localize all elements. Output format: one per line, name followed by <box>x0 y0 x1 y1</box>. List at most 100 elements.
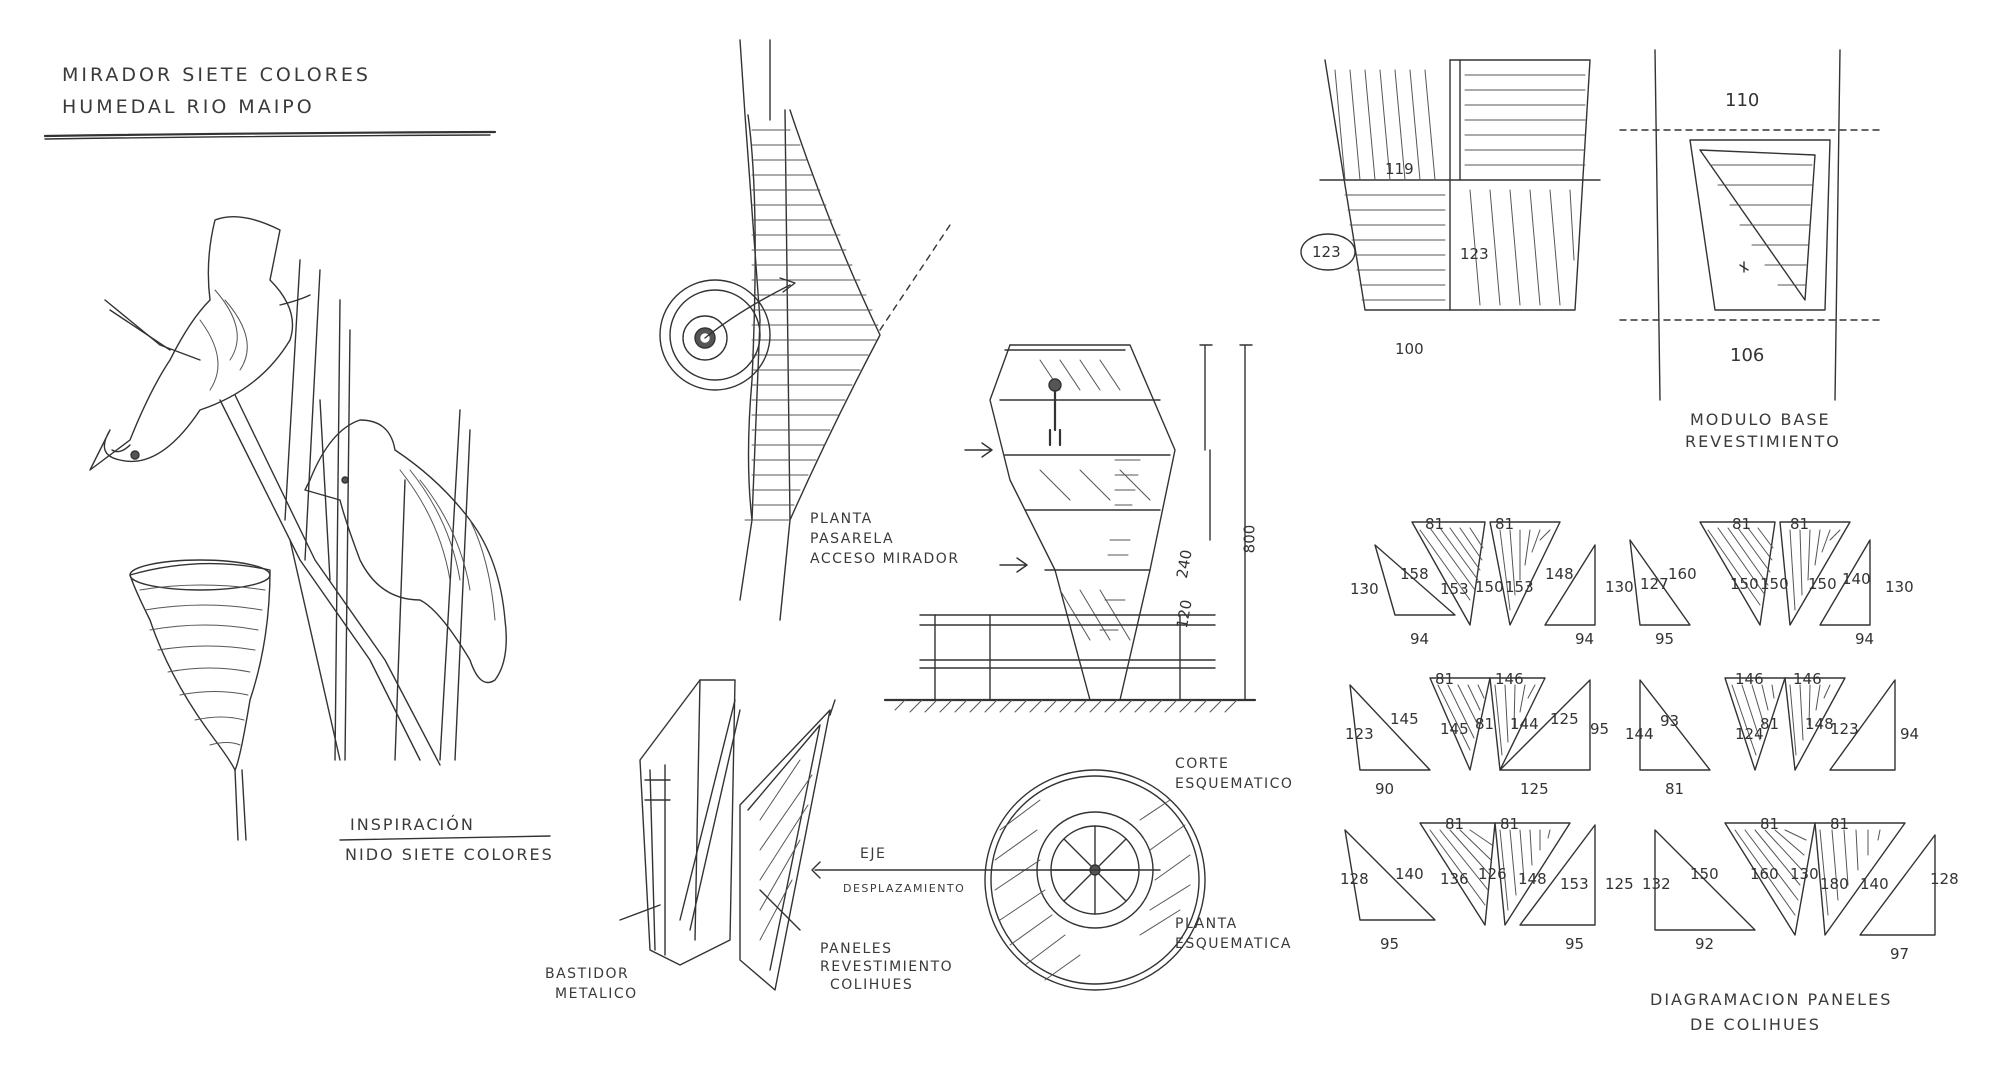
label-corte-2: esquematico <box>1175 776 1294 792</box>
row1-dim-4: 81 <box>1425 515 1445 533</box>
row2-dim-7: 146 <box>1495 670 1524 688</box>
row2-dim-17: 81 <box>1760 715 1780 733</box>
row1-dim-1: 130 <box>1350 580 1379 598</box>
planta-esquematica-sketch <box>811 769 1206 991</box>
dim-module-right-bottom: 106 <box>1730 345 1765 366</box>
row1-dim-8: 153 <box>1505 578 1534 596</box>
row1-dim-6: 150 <box>1475 578 1504 596</box>
label-diagramacion-2: de colihues <box>1690 1015 1821 1034</box>
title-underline <box>43 130 497 140</box>
triangle-r3-3 <box>1494 822 1571 926</box>
label-planta-pasarela-3: acceso mirador <box>810 551 960 567</box>
triangle-r2-8 <box>1829 679 1896 771</box>
bastidor-paneles-sketch <box>619 679 836 991</box>
label-inspiracion: Inspiración <box>350 815 475 834</box>
row3-dim-22: 97 <box>1890 945 1910 963</box>
row2-dim-4: 81 <box>1435 670 1455 688</box>
row3-dim-15: 81 <box>1760 815 1780 833</box>
row2-dim-10: 95 <box>1590 720 1610 738</box>
row3-dim-19: 180 <box>1820 875 1849 893</box>
row2-dim-21: 94 <box>1900 725 1920 743</box>
label-bastidor-1: bastidor <box>545 966 630 982</box>
row2-dim-15: 146 <box>1735 670 1764 688</box>
row3-dim-4: 81 <box>1445 815 1465 833</box>
triangle-r2-2 <box>1429 677 1491 771</box>
label-bastidor-2: metalico <box>555 986 638 1002</box>
row3-dim-18: 81 <box>1830 815 1850 833</box>
row3-dim-11: 95 <box>1565 935 1585 953</box>
triangle-r2-5 <box>1639 679 1711 771</box>
row2-dim-1: 123 <box>1345 725 1374 743</box>
row2-dim-9: 125 <box>1550 710 1579 728</box>
row1-dim-5: 153 <box>1440 580 1469 598</box>
triangle-r1-1 <box>1374 544 1456 616</box>
row1-dim-19: 150 <box>1808 575 1837 593</box>
row3-dim-21: 128 <box>1930 870 1959 888</box>
row3-dim-6: 126 <box>1478 865 1507 883</box>
label-planta-pasarela-2: pasarela <box>810 531 895 547</box>
triangle-r3-8 <box>1859 834 1936 936</box>
row1-dim-2: 158 <box>1400 565 1429 583</box>
triangle-r2-1 <box>1349 684 1431 771</box>
row1-dim-22: 94 <box>1855 630 1875 648</box>
dim-module-left-b: 123 <box>1460 245 1489 263</box>
row1-dim-13: 160 <box>1668 565 1697 583</box>
row2-dim-14: 81 <box>1665 780 1685 798</box>
row3-dim-20: 140 <box>1860 875 1889 893</box>
triangle-r2-7 <box>1784 677 1846 771</box>
row2-dim-13: 93 <box>1660 712 1680 730</box>
row3-dim-13: 150 <box>1690 865 1719 883</box>
label-planta-esq-1: planta <box>1175 916 1238 932</box>
row2-dim-11: 125 <box>1520 780 1549 798</box>
triangle-r1-8 <box>1819 539 1871 626</box>
dim-module-right-top: 110 <box>1725 90 1760 111</box>
label-paneles-2: revestimiento <box>820 959 954 975</box>
triangle-r1-3 <box>1489 521 1561 626</box>
dim-module-left-a: 119 <box>1385 160 1414 178</box>
triangle-r2-4 <box>1499 679 1591 771</box>
label-eje-1: eje <box>860 846 887 862</box>
triangle-r3-7 <box>1814 822 1906 936</box>
triangle-r1-4 <box>1544 544 1596 626</box>
row1-dim-14: 95 <box>1655 630 1675 648</box>
planta-pasarela-sketch <box>659 39 951 621</box>
triangle-r2-3 <box>1489 677 1546 771</box>
dim-section-h3: 800 <box>1240 524 1259 554</box>
triangle-r3-6 <box>1724 822 1816 936</box>
row1-dim-12: 127 <box>1640 575 1669 593</box>
row3-dim-5: 136 <box>1440 870 1469 888</box>
row3-dim-9: 153 <box>1560 875 1589 893</box>
triangle-r3-4 <box>1519 824 1596 926</box>
row3-dim-3: 95 <box>1380 935 1400 953</box>
triangle-r1-2 <box>1411 521 1486 626</box>
row3-dim-7: 81 <box>1500 815 1520 833</box>
label-paneles-1: paneles <box>820 941 893 957</box>
label-planta-pasarela-1: planta <box>810 511 873 527</box>
triangle-r3-2 <box>1419 822 1496 926</box>
row2-dim-18: 146 <box>1793 670 1822 688</box>
row3-dim-16: 160 <box>1750 865 1779 883</box>
row3-dim-10: 125 <box>1605 875 1634 893</box>
triangle-r3-1 <box>1344 829 1436 921</box>
row2-dim-20: 123 <box>1830 720 1859 738</box>
row1-dim-15: 81 <box>1732 515 1752 533</box>
row1-dim-17: 150 <box>1760 575 1789 593</box>
row1-dim-16: 150 <box>1730 575 1759 593</box>
label-paneles-3: colihues <box>830 977 914 993</box>
dim-module-left-c: 123 <box>1312 243 1341 261</box>
row3-dim-17: 130 <box>1790 865 1819 883</box>
triangle-panel-diagrams <box>1344 521 1936 936</box>
corte-esquematico-sketch <box>883 344 1257 713</box>
modulo-left-sketch <box>1300 59 1601 311</box>
row2-dim-3: 90 <box>1375 780 1395 798</box>
bird-nest-sketch <box>89 215 507 841</box>
row3-dim-2: 140 <box>1395 865 1424 883</box>
row2-dim-5: 145 <box>1440 720 1469 738</box>
triangle-r1-7 <box>1779 521 1851 626</box>
triangle-r1-5 <box>1629 539 1691 626</box>
row2-dim-8: 144 <box>1510 715 1539 733</box>
row1-dim-3: 94 <box>1410 630 1430 648</box>
row2-dim-16: 124 <box>1735 725 1764 743</box>
label-modulo-2: revestimiento <box>1685 432 1841 451</box>
